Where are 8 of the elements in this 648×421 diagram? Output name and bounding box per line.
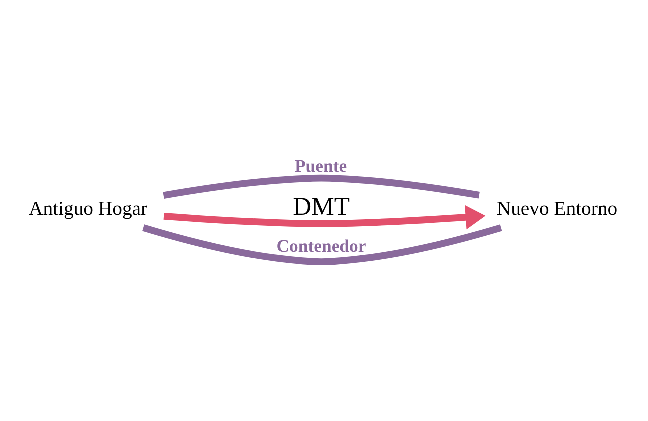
node-text: Antiguo Hogar — [29, 198, 148, 220]
edge-label: Contenedor — [276, 236, 366, 256]
node-text: Nuevo Entorno — [496, 198, 618, 220]
edge-label: Puente — [294, 156, 348, 176]
connector — [142, 224, 502, 266]
connector — [163, 174, 480, 200]
edge-label: DMT — [293, 192, 350, 221]
arrow — [164, 205, 486, 230]
